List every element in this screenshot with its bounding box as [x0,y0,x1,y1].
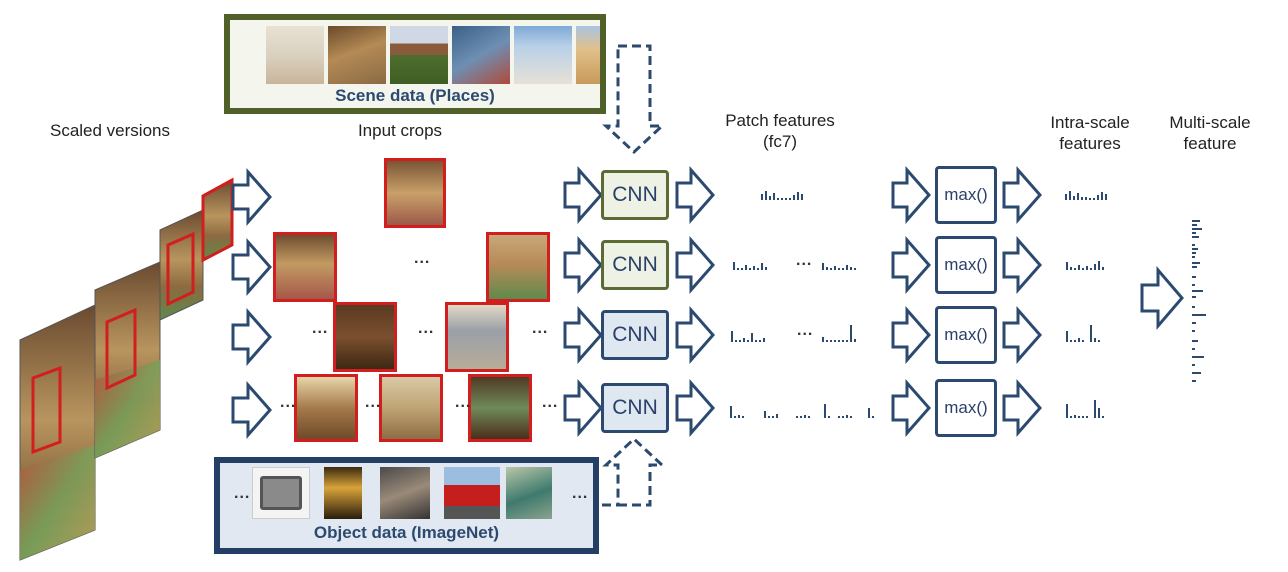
lamp-photo [324,467,362,519]
tv-screen [260,476,302,510]
arrow-icon [563,166,603,224]
ellipsis: ... [280,394,297,411]
arrow-icon [891,379,931,437]
room-photo [452,26,510,84]
multi-scale-label: Multi-scale feature [1150,112,1270,154]
ellipsis: ... [312,320,329,337]
feature-bars-row4 [730,404,874,418]
cnn-block-object: CNN [601,383,669,433]
arrow-icon [1002,236,1042,294]
dashed-up-arrow-icon [602,436,666,507]
ellipsis: ... [532,320,549,337]
tv-photo [252,467,310,519]
intra-bars-row1 [1065,191,1107,200]
intra-bars-row4 [1066,400,1104,418]
scaled-image-large [19,304,96,561]
dashed-down-arrow-icon [602,44,666,155]
scaled-versions-label: Scaled versions [49,121,170,140]
max-pool-block: max() [935,236,997,294]
scaled-image-small [159,209,204,321]
arrow-icon [891,236,931,294]
arrow-icon [1002,379,1042,437]
arrow-icon [675,166,715,224]
arrow-icon [231,168,272,226]
ellipsis: ... [542,394,559,411]
input-crop [486,232,550,302]
intra-scale-bars [1065,191,1107,418]
arrow-icon [1002,306,1042,364]
input-crop [273,232,337,302]
input-crop [333,302,397,372]
feature-bars-row2b [822,263,856,270]
cat-photo [380,467,430,519]
intra-bars-row2 [1066,261,1104,270]
input-crop [294,374,358,442]
feature-bars-row2a [733,262,767,270]
arrow-icon [231,381,272,439]
hotel-room-photo [328,26,386,84]
arrow-icon [675,306,715,364]
desert-photo [576,26,600,84]
feature-bars-row3b [822,325,856,342]
feature-bars-row1 [761,191,803,200]
ellipsis: ... [455,394,472,411]
max-pool-block: max() [935,379,997,437]
arrow-icon [563,236,603,294]
arrow-icon [231,308,272,366]
input-crop [379,374,443,442]
intra-scale-sub: features [1059,134,1121,153]
cnn-block-scene: CNN [601,240,669,290]
ellipsis: ... [796,252,813,269]
scaled-image-smallest [201,177,234,263]
arrow-icon [231,238,272,296]
max-pool-block: max() [935,306,997,364]
multi-scale-bars [1192,220,1206,382]
input-crop [468,374,532,442]
arrow-icon [675,379,715,437]
arrow-group [231,166,1184,439]
object-data-box: ... ... Object data (ImageNet) [214,457,599,554]
multi-scale-sub: feature [1183,134,1237,153]
hotel-room-photo [514,26,572,84]
arrow-icon [891,166,931,224]
input-crop [384,158,446,228]
house-photo [390,26,448,84]
ellipsis: ... [365,394,382,411]
patch-features-bars [730,191,874,418]
intra-scale-label: Intra-scale features [1030,112,1150,154]
patch-features-label: Patch features (fc7) [700,110,860,152]
scene-data-box: Scene data (Places) [224,14,606,114]
max-pool-block: max() [935,166,997,224]
intra-bars-row3 [1066,325,1100,342]
truck-photo [444,467,500,519]
arrow-icon [1002,166,1042,224]
patch-features-title: Patch features [725,111,835,130]
ellipsis: ... [797,322,814,339]
input-crops-label: Input crops [357,121,443,140]
hotel-room-photo [266,26,324,84]
scaled-image-medium [94,261,161,459]
arrow-icon [563,379,603,437]
ellipsis: ... [414,250,431,267]
input-crop [445,302,509,372]
arrow-icon [891,306,931,364]
scene-data-title: Scene data (Places) [335,86,495,105]
cnn-block-scene: CNN [601,170,669,220]
intra-scale-title: Intra-scale [1050,113,1130,132]
ellipsis: ... [418,320,435,337]
bird-photo [506,467,552,519]
object-data-title: Object data (ImageNet) [313,523,500,542]
patch-features-sub: (fc7) [763,132,797,151]
object-ellipsis-left: ... [234,485,251,502]
arrow-icon [563,306,603,364]
cnn-block-object: CNN [601,310,669,360]
multi-scale-title: Multi-scale [1169,113,1251,132]
object-ellipsis-right: ... [572,485,589,502]
feature-bars-row3a [731,331,765,342]
arrow-icon [1140,265,1184,331]
arrow-icon [675,236,715,294]
